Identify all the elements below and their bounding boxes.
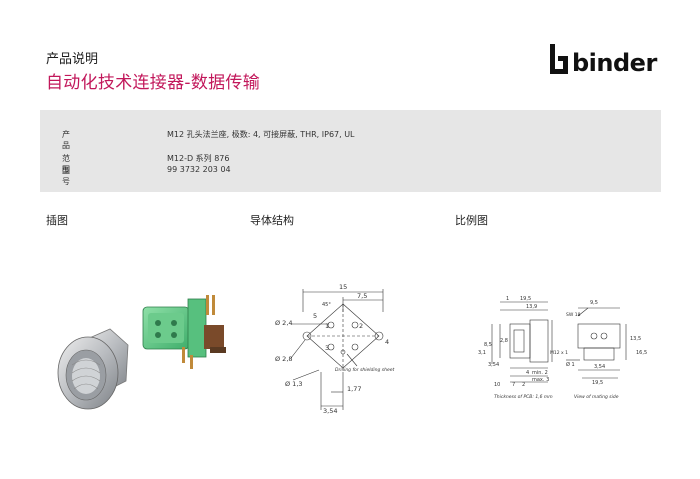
conductor-structure-drawing: 15 7,5 45° 5 1 2 3 4 Ø 2,4 Ø 2,8 Ø 1,3 1… xyxy=(275,283,395,415)
dim-5: 5 xyxy=(313,312,317,320)
dim-9-5: 9,5 xyxy=(590,300,598,306)
green-connector-icon xyxy=(142,295,226,369)
dim-13-5: 13,5 xyxy=(630,336,641,342)
dim-7-5: 7,5 xyxy=(357,292,367,300)
dim-3-54: 3,54 xyxy=(488,362,499,368)
dim-m12: M12 x 1 xyxy=(550,350,568,356)
view-note: View of mating side xyxy=(574,394,619,400)
dim-7: 7 xyxy=(512,382,515,388)
section-conductor-heading: 导体结构 xyxy=(250,214,294,227)
info-label: 产品 xyxy=(62,130,70,150)
document-title: 自动化技术连接器-数据传输 xyxy=(46,73,261,93)
scale-drawing: 1 19,5 13,9 3,1 8,5 2,8 M12 x 1 3,54 10 … xyxy=(478,296,647,400)
dim-1-77: 1,77 xyxy=(347,385,361,393)
dim-dia-1: Ø 1 xyxy=(566,361,575,368)
info-value: 99 3732 203 04 xyxy=(167,165,231,174)
dia-2-4: Ø 2,4 xyxy=(275,319,293,327)
dim-19-5: 19,5 xyxy=(520,296,531,302)
info-value: M12-D 系列 876 xyxy=(167,154,230,163)
shielding-note: Drilling for shielding sheet xyxy=(335,367,395,373)
dim-angle: 45° xyxy=(322,302,331,308)
dim-4: 4 xyxy=(526,370,529,376)
dim-2-8: 2,8 xyxy=(500,338,508,344)
section-scale-heading: 比例图 xyxy=(455,214,488,227)
product-info-box: 产品 M12 孔头法兰座, 极数: 4, 可接屏蔽, THR, IP67, UL… xyxy=(40,110,661,192)
dia-2-8: Ø 2,8 xyxy=(275,355,293,363)
dim-max-3: max. 3 xyxy=(532,377,549,383)
dim-3-54: 3,54 xyxy=(323,407,337,415)
dim-15: 15 xyxy=(339,283,347,291)
pin-1-label: 1 xyxy=(325,322,329,330)
info-value: M12 孔头法兰座, 极数: 4, 可接屏蔽, THR, IP67, UL xyxy=(167,130,355,139)
dim-8-5: 8,5 xyxy=(484,342,492,348)
pcb-note: Thickness of PCB: 1,6 mm xyxy=(494,394,553,400)
dim-16-5: 16,5 xyxy=(636,350,647,356)
info-label: 型号 xyxy=(62,166,70,186)
dim-10: 10 xyxy=(494,382,500,388)
dim-3-1: 3,1 xyxy=(478,350,486,356)
dim-min-2: min. 2 xyxy=(532,370,548,376)
logo-text: binder xyxy=(572,49,657,77)
product-illustration xyxy=(57,295,226,410)
document-type: 产品说明 xyxy=(46,52,99,67)
dim-1: 1 xyxy=(506,296,509,302)
dia-1-3: Ø 1,3 xyxy=(285,380,303,388)
section-illustration-heading: 插图 xyxy=(46,214,68,227)
dim-13-9: 13,9 xyxy=(526,304,537,310)
pin-4-label: 4 xyxy=(385,338,389,346)
info-label: 范围 xyxy=(62,154,70,174)
pin-3-label: 3 xyxy=(325,344,329,352)
dim-r-3-54: 3,54 xyxy=(594,364,605,370)
dim-sw-18: SW 18 xyxy=(566,312,581,318)
dim-r-19-5: 19,5 xyxy=(592,380,603,386)
pin-2-label: 2 xyxy=(359,322,363,330)
dim-2: 2 xyxy=(522,382,525,388)
binder-logo-icon xyxy=(550,44,568,74)
metal-nut-icon xyxy=(57,328,129,410)
